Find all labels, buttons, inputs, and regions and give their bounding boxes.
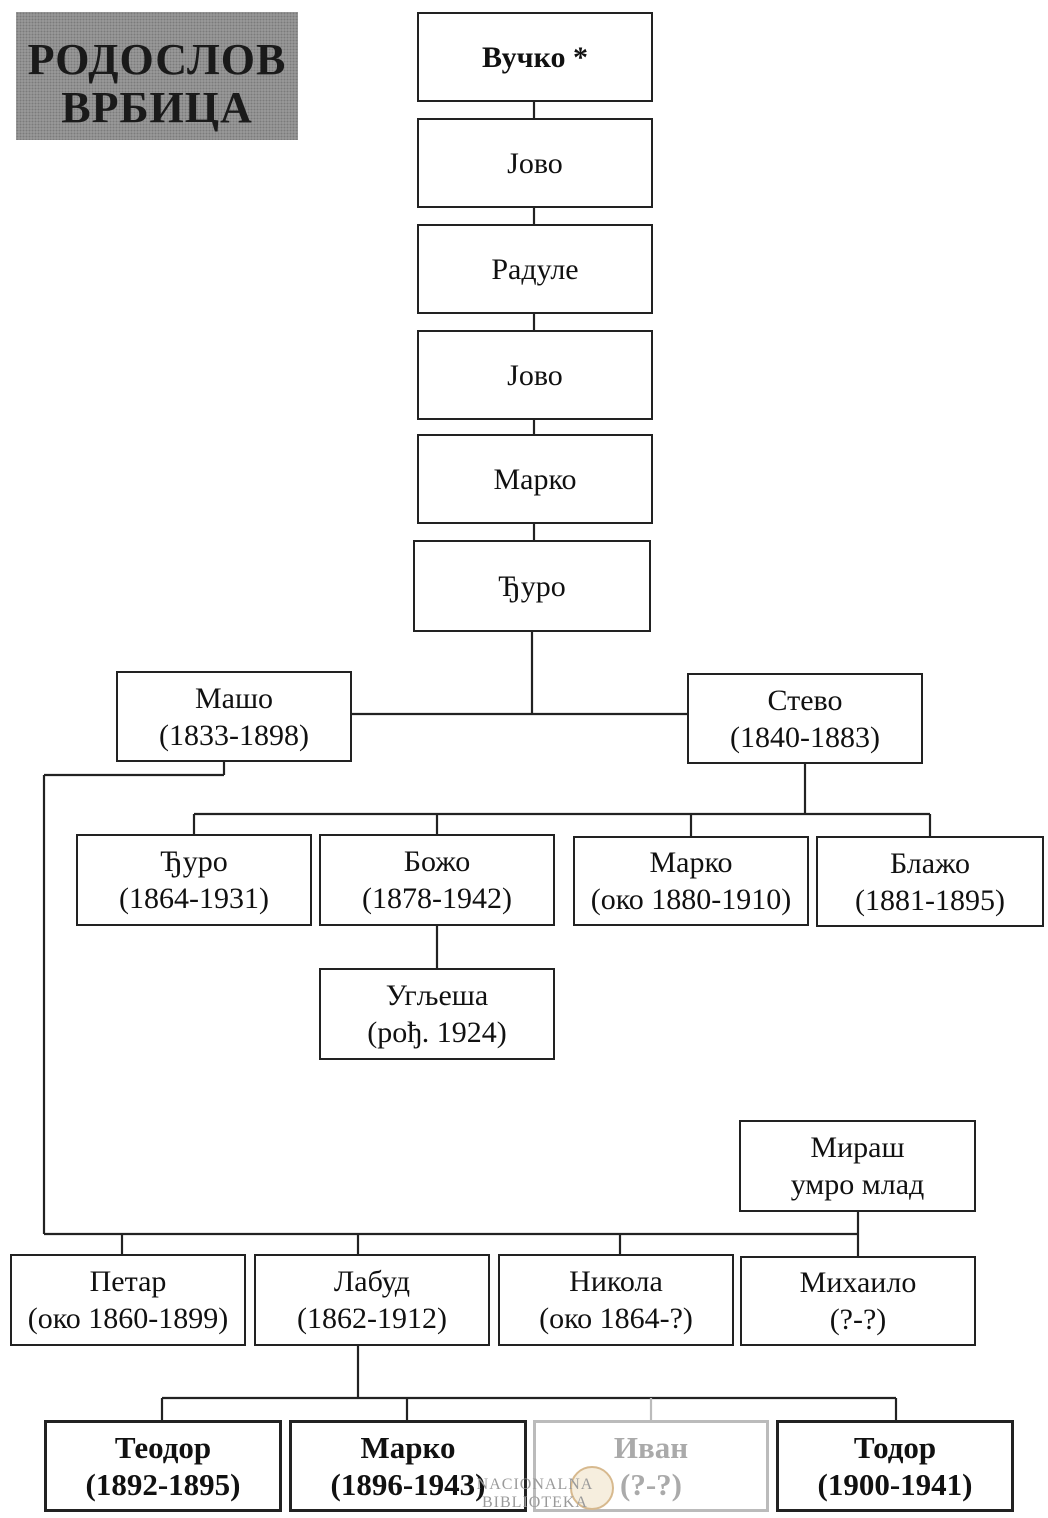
node-labud: Лабуд (1862-1912) — [254, 1254, 490, 1346]
node-marko-1-name: Марко — [493, 462, 577, 496]
node-jovo-1: Јово — [417, 118, 653, 208]
node-nikola-name: Никола — [569, 1265, 663, 1298]
node-mirash: Мираш умро млад — [739, 1120, 976, 1212]
node-teodor-years: (1892-1895) — [85, 1467, 241, 1502]
node-bozho-name: Божо — [403, 845, 471, 878]
node-marko-1: Марко — [417, 434, 653, 524]
library-watermark: NACIONALNA BIBLIOTEKA — [470, 1466, 620, 1516]
node-ugljesha-years: (рођ. 1924) — [367, 1016, 507, 1049]
node-petar-years: (око 1860-1899) — [27, 1302, 229, 1335]
node-petar-name: Петар — [89, 1265, 167, 1298]
node-nikola-years: (око 1864-?) — [539, 1302, 693, 1335]
node-djuro-2-years: (1864-1931) — [119, 882, 269, 915]
node-marko-2: Марко (око 1880-1910) — [573, 836, 809, 926]
watermark-line-2: BIBLIOTEKA — [482, 1494, 588, 1511]
node-teodor: Теодор (1892-1895) — [44, 1420, 282, 1512]
node-ugljesha-name: Угљеша — [385, 979, 489, 1012]
node-marko-3-name: Марко — [360, 1430, 456, 1465]
node-marko-3: Марко (1896-1943) — [289, 1420, 527, 1512]
node-mirash-note: умро млад — [790, 1168, 925, 1201]
node-ivan-name: Иван — [613, 1430, 689, 1465]
node-djuro-2: Ђуро (1864-1931) — [76, 834, 312, 926]
node-bozho: Божо (1878-1942) — [319, 834, 555, 926]
node-djuro-1: Ђуро — [413, 540, 651, 632]
node-todor-name: Тодор — [853, 1430, 937, 1465]
node-djuro-2-name: Ђуро — [160, 845, 228, 878]
node-vucko: Вучко * — [417, 12, 653, 102]
node-marko-2-years: (око 1880-1910) — [590, 883, 792, 916]
node-bozho-years: (1878-1942) — [362, 882, 512, 915]
node-masho-years: (1833-1898) — [159, 718, 309, 752]
node-mihailo: Михаило (?-?) — [740, 1256, 976, 1346]
node-djuro-1-name: Ђуро — [498, 569, 566, 603]
node-radule: Радуле — [417, 224, 653, 314]
node-todor-years: (1900-1941) — [817, 1467, 973, 1502]
node-teodor-name: Теодор — [114, 1430, 212, 1465]
node-masho-name: Машо — [194, 681, 274, 715]
node-ugljesha: Угљеша (рођ. 1924) — [319, 968, 555, 1060]
title-line-2: ВРБИЦА — [61, 83, 253, 132]
node-mihailo-name: Михаило — [799, 1266, 917, 1299]
watermark-line-1: NACIONALNA — [476, 1476, 594, 1493]
node-mirash-name: Мираш — [810, 1131, 905, 1164]
library-seal-icon — [570, 1466, 614, 1510]
node-stevo: Стево (1840-1883) — [687, 673, 923, 764]
node-todor: Тодор (1900-1941) — [776, 1420, 1014, 1512]
node-blazho: Блажо (1881-1895) — [816, 836, 1044, 927]
node-blazho-name: Блажо — [889, 846, 971, 880]
node-ivan-years: (?-?) — [620, 1467, 682, 1502]
node-jovo-2-name: Јово — [507, 358, 563, 392]
node-petar: Петар (око 1860-1899) — [10, 1254, 246, 1346]
node-stevo-years: (1840-1883) — [730, 720, 880, 754]
node-mihailo-years: (?-?) — [829, 1303, 887, 1336]
node-labud-years: (1862-1912) — [297, 1302, 447, 1335]
node-jovo-2: Јово — [417, 330, 653, 420]
node-marko-2-name: Марко — [649, 846, 733, 879]
node-stevo-name: Стево — [767, 683, 843, 717]
title-line-1: РОДОСЛОВ — [27, 35, 287, 84]
node-radule-name: Радуле — [491, 252, 579, 286]
node-nikola: Никола (око 1864-?) — [498, 1254, 734, 1346]
node-jovo-1-name: Јово — [507, 146, 563, 180]
node-masho: Машо (1833-1898) — [116, 671, 352, 762]
node-blazho-years: (1881-1895) — [855, 883, 1005, 917]
node-marko-3-years: (1896-1943) — [330, 1467, 486, 1502]
node-labud-name: Лабуд — [333, 1265, 411, 1298]
title-block: РОДОСЛОВ ВРБИЦА — [16, 12, 298, 140]
node-vucko-name: Вучко * — [482, 40, 588, 74]
